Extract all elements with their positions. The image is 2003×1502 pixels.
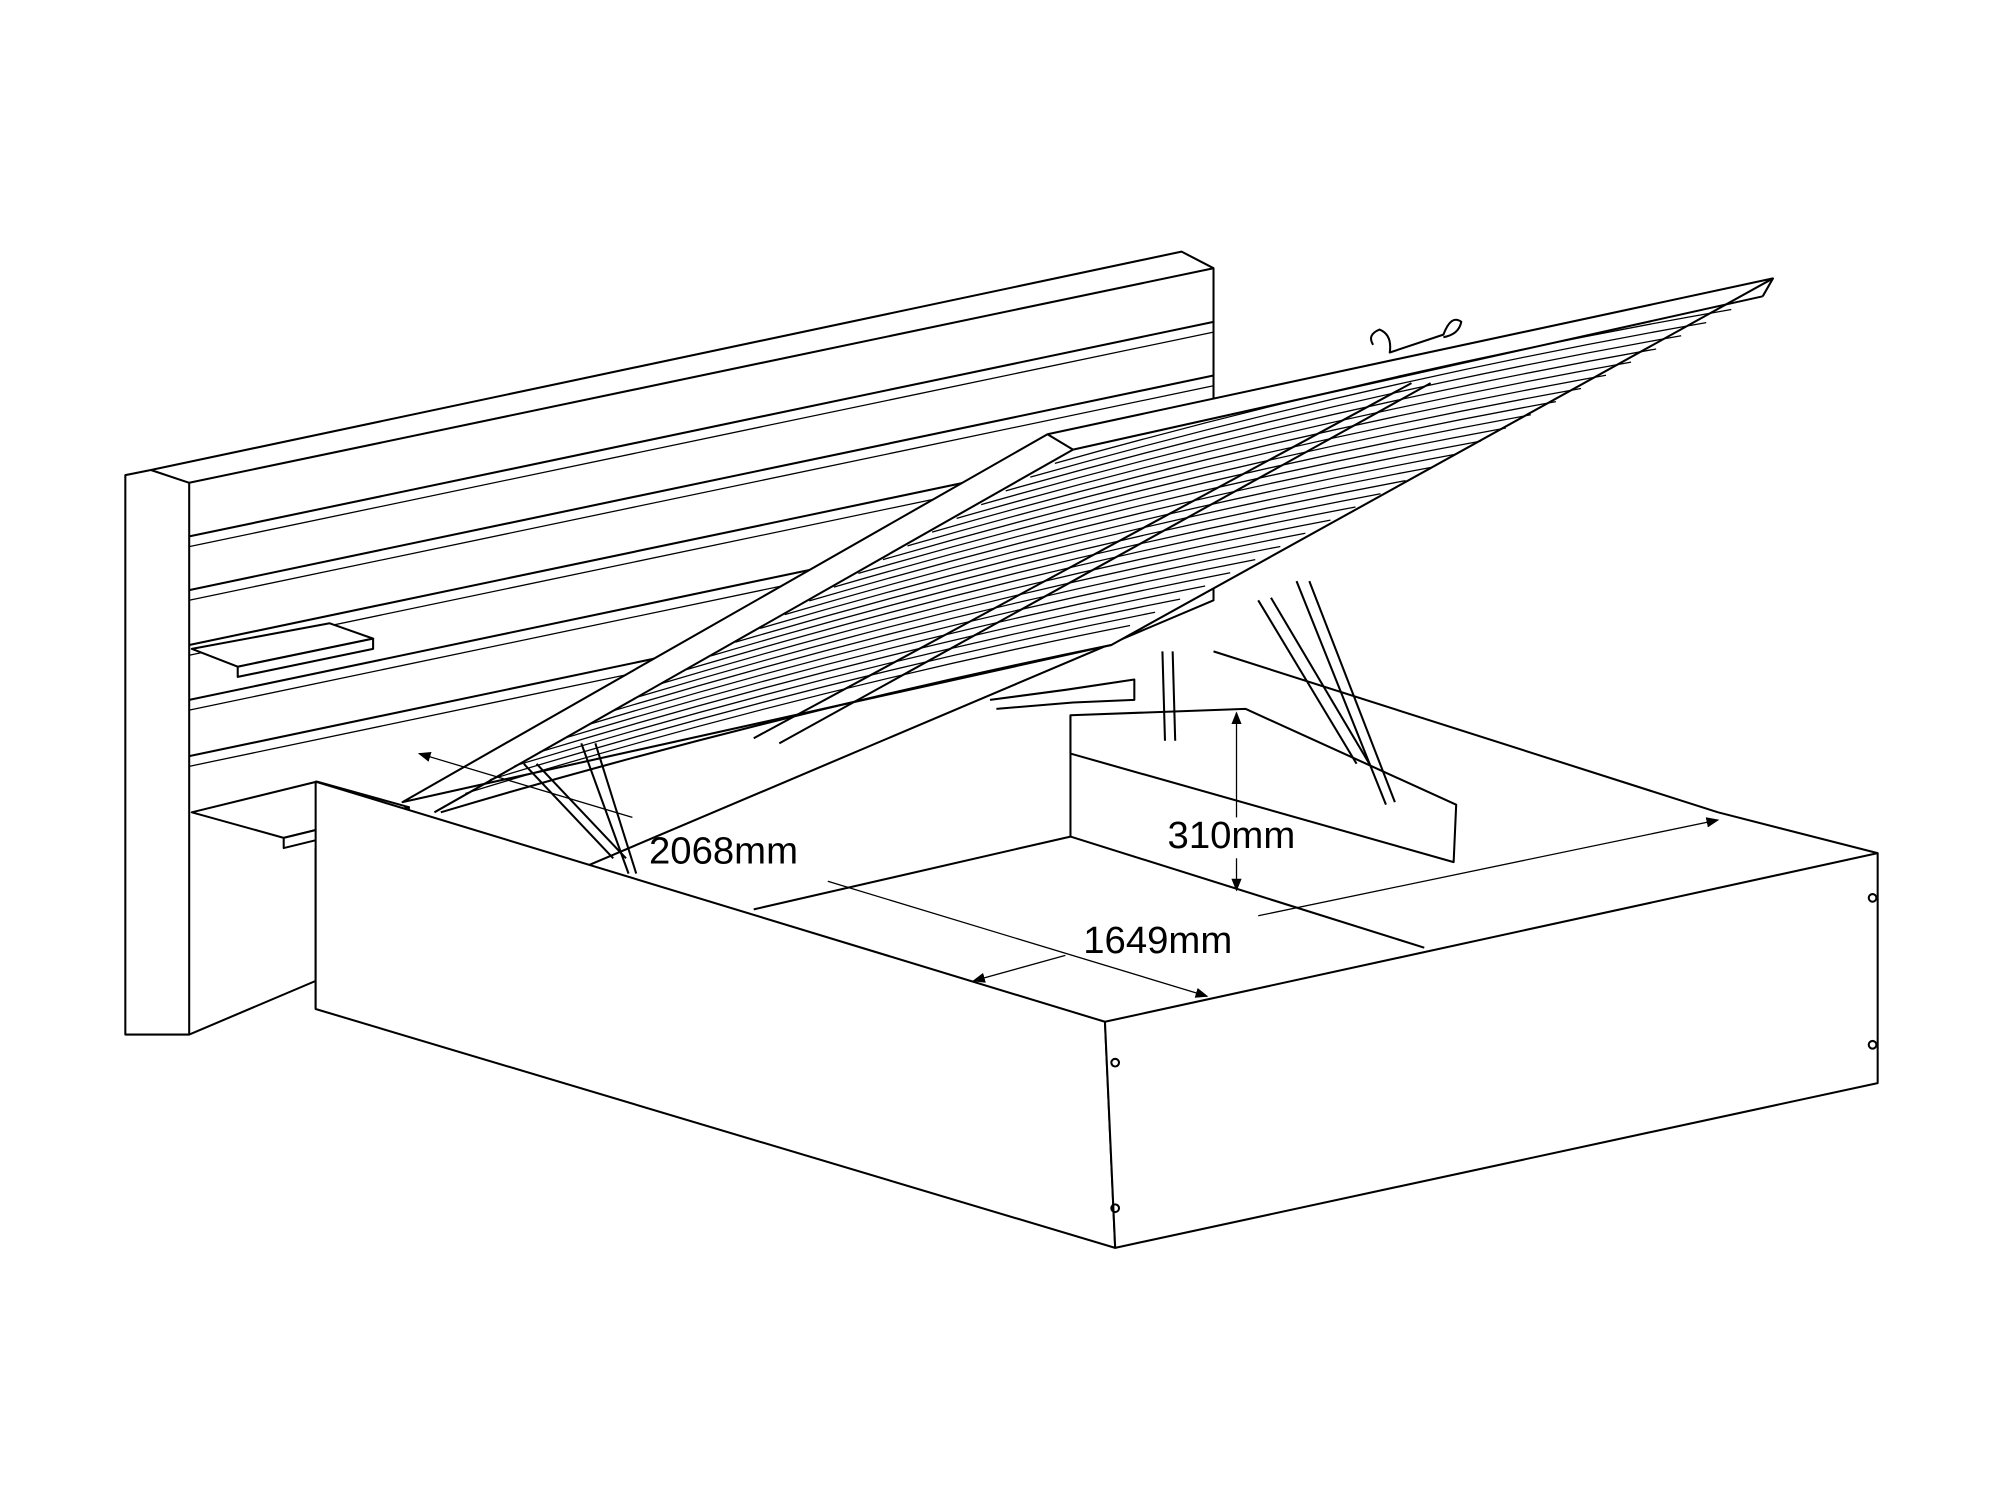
bed-base	[314, 650, 1879, 1249]
slat	[784, 453, 1456, 616]
slat	[465, 624, 1131, 795]
slat	[931, 374, 1607, 533]
slat	[735, 479, 1406, 643]
slat	[858, 414, 1531, 574]
slat	[514, 598, 1181, 767]
slat	[956, 361, 1632, 519]
slat	[587, 558, 1256, 726]
slat	[686, 506, 1356, 671]
slat	[710, 493, 1381, 657]
slat	[661, 519, 1331, 685]
slat	[809, 440, 1481, 602]
slat	[980, 348, 1657, 506]
bedside-shelf-upper	[190, 622, 375, 678]
slat	[637, 532, 1306, 698]
slat	[1054, 308, 1732, 464]
slat	[1005, 335, 1682, 492]
slats	[465, 308, 1732, 795]
slat	[882, 401, 1557, 561]
slat	[1030, 322, 1707, 478]
slat	[833, 427, 1506, 588]
slat	[612, 545, 1281, 712]
slat	[907, 387, 1582, 547]
dimension-lines	[417, 711, 1720, 998]
gas-struts	[523, 318, 1463, 874]
slat	[538, 585, 1206, 753]
slat	[563, 572, 1231, 740]
slat	[759, 466, 1431, 630]
lifting-slatted-frame	[401, 277, 1774, 814]
width-dimension-label: 1649mm	[1083, 919, 1232, 962]
length-dimension-label: 2068mm	[649, 829, 798, 872]
height-dimension-label: 310mm	[1168, 814, 1296, 857]
